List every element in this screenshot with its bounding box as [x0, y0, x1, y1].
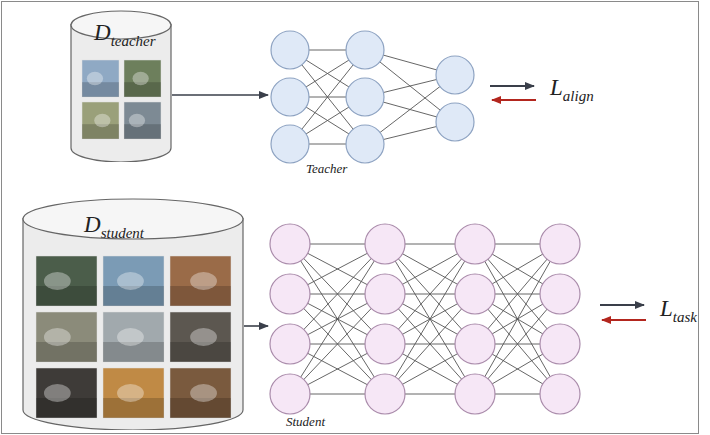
image-object	[190, 272, 217, 290]
image-thumbnail	[124, 60, 161, 97]
image-object	[44, 328, 71, 346]
neuron	[455, 274, 495, 314]
neuron	[436, 56, 474, 94]
frame	[2, 2, 699, 434]
neuron	[540, 324, 580, 364]
neuron	[270, 274, 310, 314]
neuron	[455, 324, 495, 364]
subscript-text: student	[101, 225, 144, 241]
image-object	[44, 272, 71, 290]
image-object	[190, 384, 217, 402]
neuron	[270, 374, 310, 414]
cylinder-shape	[70, 10, 172, 162]
network-drawing	[268, 222, 588, 431]
network-drawing	[268, 28, 483, 180]
neuron	[270, 324, 310, 364]
network-weight	[385, 244, 475, 394]
neuron	[346, 78, 384, 116]
dataset-heading: Dteacher	[94, 20, 156, 50]
symbol-text: L	[660, 296, 673, 321]
neuron	[540, 374, 580, 414]
image-thumbnail	[170, 368, 231, 418]
network-label: Teacher	[306, 161, 347, 177]
backward-arrow	[492, 99, 536, 101]
image-object	[117, 328, 144, 346]
image-object	[190, 328, 217, 346]
image-thumbnail	[36, 312, 97, 362]
image-thumbnail	[36, 368, 97, 418]
network-block: Student	[268, 222, 588, 431]
network-weight	[290, 244, 385, 394]
neuron	[271, 125, 309, 163]
symbol-text: D	[84, 212, 101, 237]
subscript-text: teacher	[111, 33, 156, 49]
neuron	[365, 324, 405, 364]
image-thumbnail	[103, 312, 164, 362]
image-object	[117, 272, 144, 290]
neuron	[270, 224, 310, 264]
image-object	[117, 384, 144, 402]
dataset-cylinder: Dstudent	[22, 198, 244, 430]
forward-arrow	[600, 304, 644, 306]
image-ground	[36, 286, 97, 306]
image-object	[44, 384, 71, 402]
neuron	[365, 374, 405, 414]
image-object	[129, 114, 145, 127]
image-object	[94, 114, 110, 127]
symbol-text: L	[550, 75, 563, 100]
neuron	[271, 78, 309, 116]
image-thumbnail	[36, 256, 97, 306]
image-object	[133, 72, 149, 85]
image-thumbnail	[82, 102, 119, 139]
network-weight	[290, 244, 385, 394]
symbol-text: D	[94, 20, 111, 45]
image-ground	[36, 398, 97, 418]
image-object	[87, 72, 103, 85]
neuron	[365, 224, 405, 264]
image-thumbnail	[170, 256, 231, 306]
subscript-text: task	[673, 309, 697, 325]
network-block: Teacher	[268, 28, 483, 180]
cylinder-body	[23, 218, 243, 430]
image-thumbnail	[103, 368, 164, 418]
data-flow-arrow	[172, 94, 268, 96]
image-thumbnail	[103, 256, 164, 306]
image-thumbnail	[170, 312, 231, 362]
loss-label: Ltask	[660, 296, 697, 326]
neuron	[455, 374, 495, 414]
cylinder-body	[71, 24, 171, 162]
neuron	[540, 274, 580, 314]
backward-arrow	[602, 319, 646, 321]
network-weight	[385, 244, 475, 394]
neuron	[271, 31, 309, 69]
subscript-text: align	[563, 88, 594, 104]
image-ground	[124, 124, 161, 139]
data-flow-arrow	[244, 325, 268, 327]
loss-label: Lalign	[550, 75, 594, 105]
image-thumbnail	[82, 60, 119, 97]
neuron	[346, 125, 384, 163]
forward-arrow	[490, 85, 534, 87]
network-weight	[475, 244, 560, 394]
dataset-heading: Dstudent	[84, 212, 144, 242]
neuron	[346, 31, 384, 69]
network-label: Student	[286, 414, 325, 430]
image-thumbnail	[124, 102, 161, 139]
neuron	[455, 224, 495, 264]
neuron	[436, 103, 474, 141]
image-ground	[82, 82, 119, 97]
image-ground	[36, 342, 97, 362]
neuron	[540, 224, 580, 264]
dataset-cylinder: Dteacher	[70, 10, 172, 162]
network-weight	[475, 244, 560, 394]
neuron	[365, 274, 405, 314]
